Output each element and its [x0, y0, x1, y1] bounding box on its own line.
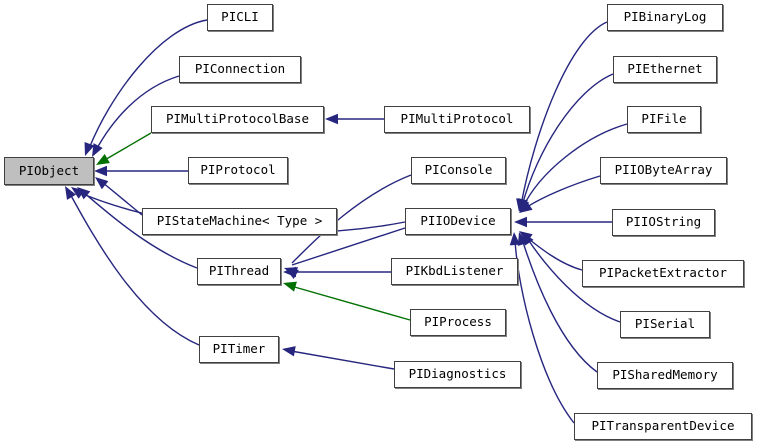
arrowhead — [519, 201, 533, 213]
inheritance-edge-pipacketextractor-piiodev — [519, 231, 583, 271]
class-node-label: PIThread — [208, 263, 270, 279]
arrowhead — [522, 232, 534, 246]
arrowhead — [283, 266, 296, 278]
arrowhead — [94, 165, 107, 177]
class-node-picli[interactable]: PICLI — [207, 4, 273, 31]
class-node-label: PIEthernet — [627, 61, 703, 77]
arrowhead — [519, 199, 530, 213]
class-node-label: PIFile — [641, 111, 687, 127]
class-node-piethernet[interactable]: PIEthernet — [613, 56, 717, 83]
class-node-pistatemachine[interactable]: PIStateMachine< Type > — [142, 208, 337, 235]
class-node-pisharedmemory[interactable]: PISharedMemory — [597, 362, 733, 389]
class-node-pimultiprotocol[interactable]: PIMultiProtocol — [384, 106, 530, 133]
arrowhead — [84, 142, 95, 156]
class-node-piiostring[interactable]: PIIOString — [612, 209, 715, 236]
class-node-piprotocol[interactable]: PIProtocol — [188, 157, 288, 184]
class-node-label: PIConsole — [424, 162, 493, 178]
inheritance-edge-pikbdlistener-pithread — [283, 266, 391, 278]
class-node-label: PITransparentDevice — [591, 418, 735, 434]
arrowhead — [516, 198, 527, 212]
class-node-label: PIStateMachine< Type > — [156, 213, 323, 229]
class-node-piconnection[interactable]: PIConnection — [179, 56, 301, 83]
class-node-label: PIProtocol — [200, 162, 276, 178]
arrowhead — [514, 216, 527, 228]
class-node-label: PIIOByteArray — [614, 162, 713, 178]
class-node-pifile[interactable]: PIFile — [627, 106, 701, 133]
class-node-label: PIProcess — [424, 314, 492, 330]
class-node-pidiagnostics[interactable]: PIDiagnostics — [394, 361, 521, 388]
inheritance-edge-piiodevice-pithread — [284, 227, 406, 277]
class-node-label: PIIODevice — [420, 213, 496, 229]
arrowhead — [285, 268, 299, 280]
class-node-pithread[interactable]: PIThread — [197, 258, 281, 285]
arrowhead — [95, 177, 109, 190]
arrowhead — [517, 198, 528, 212]
arrowhead — [519, 231, 533, 243]
class-node-pipacketextractor[interactable]: PIPacketExtractor — [582, 260, 744, 287]
class-node-label: PIBinaryLog — [623, 9, 707, 25]
class-node-piconsole[interactable]: PIConsole — [411, 157, 506, 184]
arrowhead — [65, 186, 77, 200]
class-node-label: PICLI — [221, 9, 259, 25]
inheritance-edge-pistatemachine-piobject — [95, 177, 143, 216]
class-node-label: PIPacketExtractor — [599, 265, 727, 281]
class-node-pikbdlistener[interactable]: PIKbdListener — [391, 258, 518, 285]
class-node-piprocess[interactable]: PIProcess — [410, 309, 506, 336]
inheritance-edge-piiostring-piiodevice — [514, 216, 612, 228]
arrowhead — [77, 187, 91, 200]
arrowhead — [92, 143, 103, 157]
class-node-pimultiprotocolbase[interactable]: PIMultiProtocolBase — [151, 106, 324, 133]
arrowhead — [96, 153, 110, 165]
class-node-piobject[interactable]: PIObject — [4, 157, 94, 185]
inheritance-edge-piprotocol-piobject — [94, 165, 188, 177]
inheritance-edge-picli-piobject — [84, 19, 208, 156]
class-node-label: PISerial — [634, 316, 696, 332]
arrowhead — [284, 267, 298, 277]
class-node-piiobytearray[interactable]: PIIOByteArray — [600, 157, 727, 184]
class-node-label: PIConnection — [194, 61, 286, 77]
class-node-label: PIDiagnostics — [408, 366, 507, 382]
inheritance-edge-piprocess-pithread — [283, 281, 411, 321]
inheritance-edge-pimultiprotocolbase-piobj — [96, 132, 152, 165]
class-node-label: PISharedMemory — [612, 367, 718, 383]
inheritance-edge-piiobytearray-piiodevice — [519, 175, 601, 213]
class-node-label: PIIOString — [625, 214, 702, 230]
class-node-label: PIMultiProtocol — [400, 111, 514, 127]
class-node-piserial[interactable]: PISerial — [620, 311, 710, 338]
arrowhead — [282, 346, 296, 357]
inheritance-edge-piethernet-piiodevice — [517, 73, 614, 212]
class-node-label: PITimer — [212, 341, 266, 357]
inheritance-edge-pisharedmemory-piiodevice — [517, 232, 598, 373]
class-node-pitimer[interactable]: PITimer — [199, 336, 279, 363]
class-node-pibinarylog[interactable]: PIBinaryLog — [607, 4, 723, 31]
class-node-piiodevice[interactable]: PIIODevice — [405, 208, 511, 235]
inheritance-edge-pitransparent-piiodevice — [509, 232, 575, 424]
inheritance-edge-pimultiprotocol-base — [325, 113, 384, 125]
arrowhead — [325, 113, 338, 125]
arrowhead — [71, 187, 85, 199]
class-node-pitransparentdevice[interactable]: PITransparentDevice — [574, 413, 752, 440]
arrowhead — [517, 232, 528, 246]
arrowhead — [509, 232, 521, 246]
inheritance-edge-pidiagnostics-pitimer — [282, 346, 395, 370]
class-node-label: PIMultiProtocolBase — [166, 111, 309, 127]
class-node-label: PIKbdListener — [405, 263, 504, 279]
class-node-label: PIObject — [18, 162, 80, 178]
arrowhead — [283, 281, 297, 292]
